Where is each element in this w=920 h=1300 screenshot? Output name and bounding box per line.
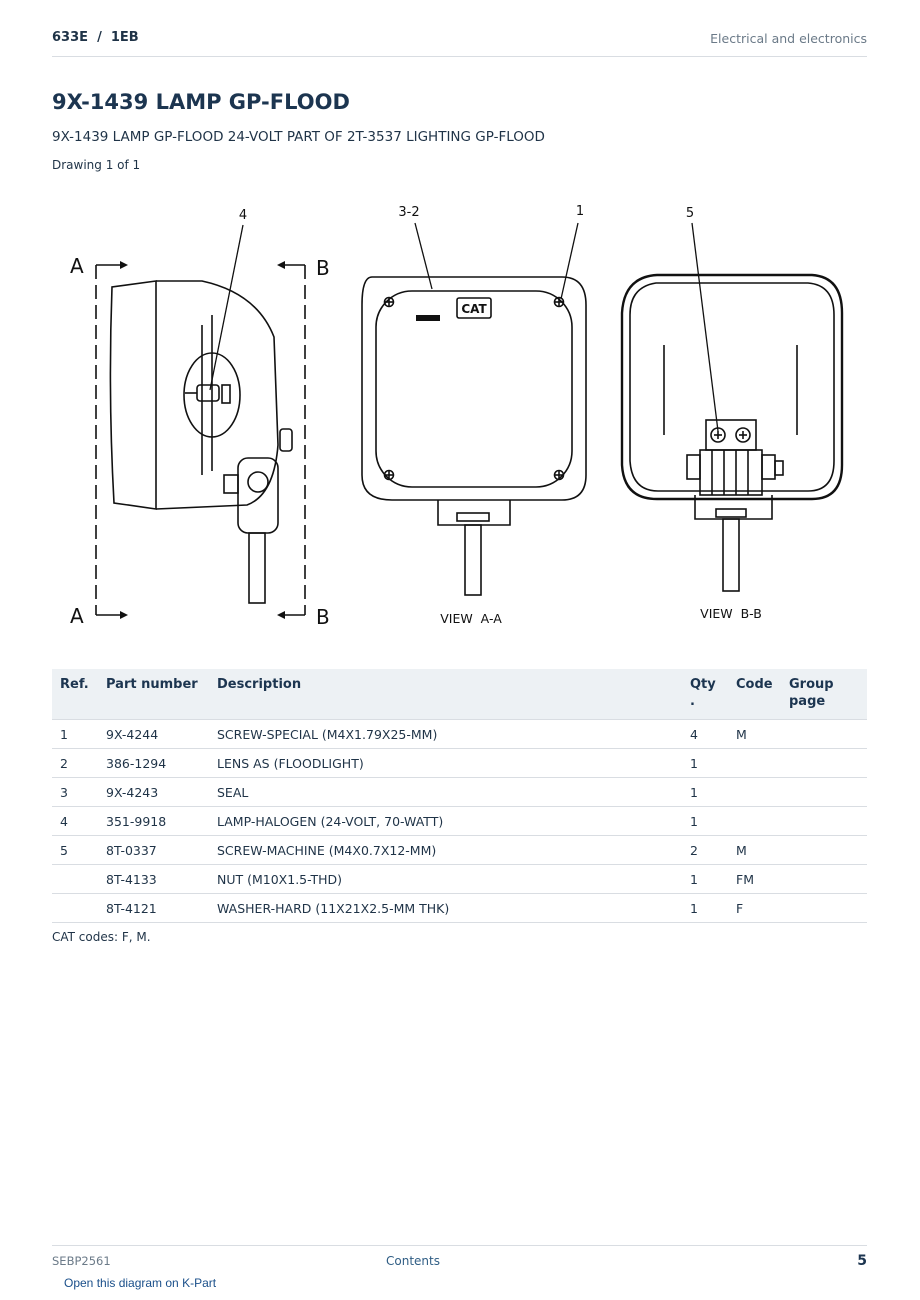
cell-code xyxy=(728,777,781,807)
diagram-labels: 4 3-2 1 5 A A B B VIEW A-A VIEW B-B xyxy=(70,204,762,629)
view-label-b-b: VIEW B-B xyxy=(700,606,762,621)
document-id: SEBP2561 xyxy=(52,1254,111,1268)
cell-ref: 1 xyxy=(52,719,98,749)
cell-code xyxy=(728,806,781,836)
parts-diagram: CAT 4 3-2 1 5 xyxy=(70,204,844,629)
cell-description: SCREW-MACHINE (M4X0.7X12-MM) xyxy=(209,835,682,865)
cell-ref: 5 xyxy=(52,835,98,865)
callout-3-2: 3-2 xyxy=(398,205,419,220)
col-header-group-page: Group page xyxy=(781,669,867,720)
cell-group-page xyxy=(781,806,867,836)
view-a-a: CAT xyxy=(361,276,587,596)
page-header: 633E / 1EB Electrical and electronics xyxy=(52,28,867,57)
cell-group-page xyxy=(781,777,867,807)
cell-part-number: 9X-4243 xyxy=(98,777,209,807)
table-row: 8T-4133 NUT (M10X1.5-THD) 1 FM xyxy=(52,864,867,894)
cell-description: SEAL xyxy=(209,777,682,807)
cell-qty: 4 xyxy=(682,719,728,749)
cell-group-page xyxy=(781,864,867,894)
cell-group-page xyxy=(781,719,867,749)
cell-part-number: 8T-0337 xyxy=(98,835,209,865)
table-header-row: Ref. Part number Description Qty . Code … xyxy=(52,669,867,720)
cell-code: M xyxy=(728,835,781,865)
cell-ref: 2 xyxy=(52,748,98,778)
cell-code xyxy=(728,748,781,778)
cell-ref: 4 xyxy=(52,806,98,836)
kpart-link[interactable]: Open this diagram on K-Part xyxy=(64,1276,217,1290)
col-header-code: Code xyxy=(728,669,781,720)
cat-codes-note: CAT codes: F, M. xyxy=(52,930,151,944)
table-row: 8T-4121 WASHER-HARD (11X21X2.5-MM THK) 1… xyxy=(52,893,867,923)
cell-qty: 1 xyxy=(682,748,728,778)
cell-description: SCREW-SPECIAL (M4X1.79X25-MM) xyxy=(209,719,682,749)
cell-ref xyxy=(52,864,98,894)
cell-code: M xyxy=(728,719,781,749)
cell-qty: 2 xyxy=(682,835,728,865)
table-row: 3 9X-4243 SEAL 1 xyxy=(52,777,867,807)
cell-code: FM xyxy=(728,864,781,894)
callout-4: 4 xyxy=(239,208,247,223)
cell-description: LENS AS (FLOODLIGHT) xyxy=(209,748,682,778)
col-header-qty: Qty . xyxy=(682,669,728,720)
table-row: 5 8T-0337 SCREW-MACHINE (M4X0.7X12-MM) 2… xyxy=(52,835,867,865)
model-label: 633E / 1EB xyxy=(52,30,139,45)
view-label-a-a: VIEW A-A xyxy=(440,611,502,626)
table-row: 2 386-1294 LENS AS (FLOODLIGHT) 1 xyxy=(52,748,867,778)
leader-lines xyxy=(209,222,719,432)
callout-5: 5 xyxy=(686,206,694,221)
cell-part-number: 9X-4244 xyxy=(98,719,209,749)
parts-table: Ref. Part number Description Qty . Code … xyxy=(52,669,867,923)
callout-1: 1 xyxy=(576,204,584,219)
cat-logo: CAT xyxy=(461,302,487,316)
cell-qty: 1 xyxy=(682,777,728,807)
contents-link[interactable]: Contents xyxy=(386,1254,440,1268)
cell-group-page xyxy=(781,835,867,865)
cell-qty: 1 xyxy=(682,806,728,836)
page-footer: SEBP2561 Contents 5 xyxy=(52,1245,867,1274)
cell-group-page xyxy=(781,748,867,778)
col-header-part-number: Part number xyxy=(98,669,209,720)
cell-ref xyxy=(52,893,98,923)
cell-part-number: 351-9918 xyxy=(98,806,209,836)
section-mark-a-bottom: A xyxy=(70,604,84,628)
cell-ref: 3 xyxy=(52,777,98,807)
view-b-b xyxy=(620,273,844,592)
drawing-count-label: Drawing 1 of 1 xyxy=(52,158,141,172)
cell-description: LAMP-HALOGEN (24-VOLT, 70-WATT) xyxy=(209,806,682,836)
cell-description: NUT (M10X1.5-THD) xyxy=(209,864,682,894)
section-label: Electrical and electronics xyxy=(710,31,867,46)
cell-group-page xyxy=(781,893,867,923)
col-header-ref: Ref. xyxy=(52,669,98,720)
cell-qty: 1 xyxy=(682,893,728,923)
page-subtitle: 9X-1439 LAMP GP-FLOOD 24-VOLT PART OF 2T… xyxy=(52,129,545,145)
section-mark-b-top: B xyxy=(316,256,330,280)
cell-part-number: 8T-4133 xyxy=(98,864,209,894)
section-mark-a-top: A xyxy=(70,254,84,278)
table-row: 4 351-9918 LAMP-HALOGEN (24-VOLT, 70-WAT… xyxy=(52,806,867,836)
side-view xyxy=(95,261,306,619)
col-header-description: Description xyxy=(209,669,682,720)
cell-part-number: 386-1294 xyxy=(98,748,209,778)
cell-qty: 1 xyxy=(682,864,728,894)
cell-part-number: 8T-4121 xyxy=(98,893,209,923)
cell-description: WASHER-HARD (11X21X2.5-MM THK) xyxy=(209,893,682,923)
page-title: 9X-1439 LAMP GP-FLOOD xyxy=(52,90,350,114)
table-row: 1 9X-4244 SCREW-SPECIAL (M4X1.79X25-MM) … xyxy=(52,719,867,749)
page-number: 5 xyxy=(857,1253,867,1269)
cell-code: F xyxy=(728,893,781,923)
section-mark-b-bottom: B xyxy=(316,605,330,629)
